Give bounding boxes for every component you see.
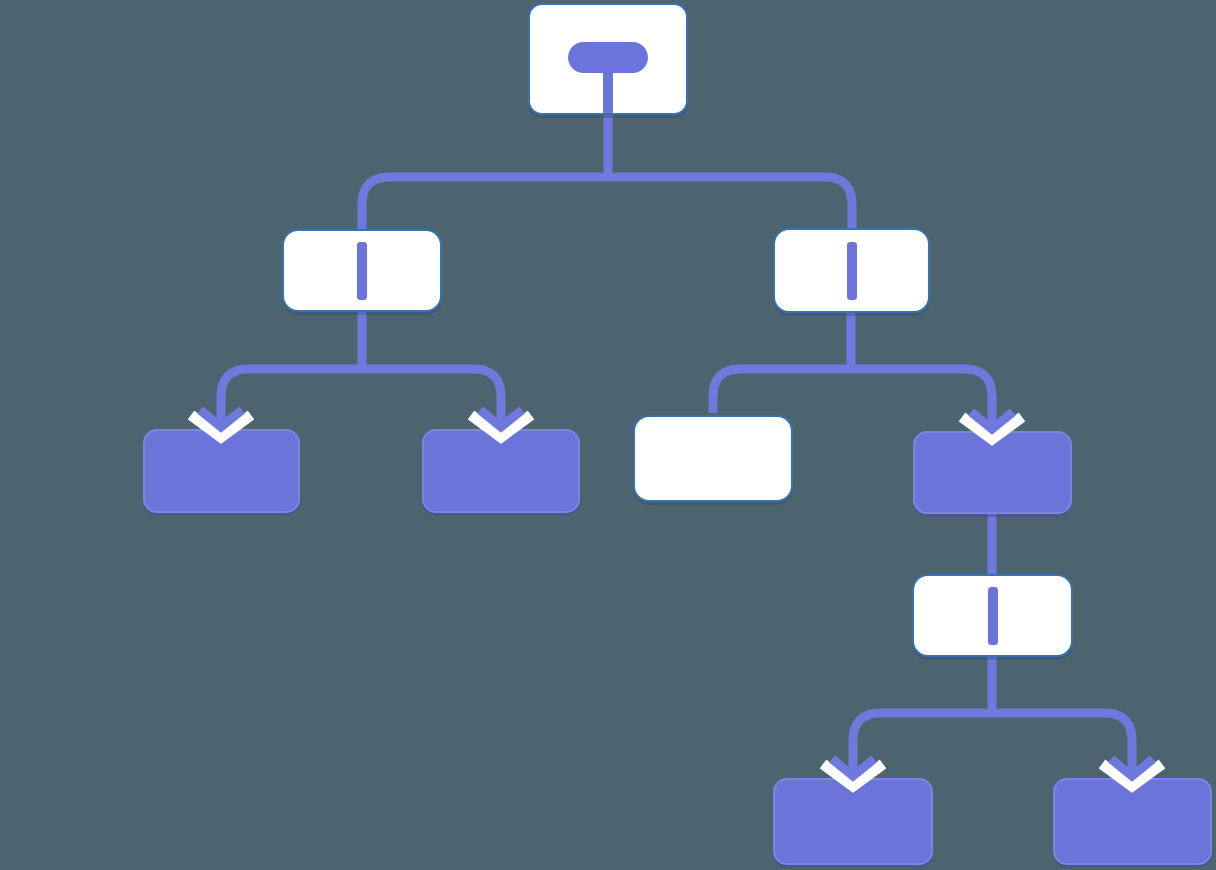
connector-edge-level1-rail bbox=[357, 172, 857, 231]
empty-white-node[interactable] bbox=[633, 415, 793, 502]
root-node[interactable] bbox=[528, 3, 688, 115]
branch-right-node[interactable] bbox=[773, 228, 930, 313]
leaf-node-a[interactable] bbox=[143, 429, 300, 513]
connector-edge-level2-right-rail bbox=[708, 364, 997, 427]
divider-bar-icon bbox=[846, 241, 857, 300]
subtree-splitter-node[interactable] bbox=[912, 574, 1073, 657]
subtree-parent-node[interactable] bbox=[913, 431, 1072, 514]
connector-edge-level3-rail bbox=[848, 708, 1137, 774]
leaf-node-b[interactable] bbox=[422, 429, 580, 513]
leaf-node-c[interactable] bbox=[773, 778, 933, 865]
divider-bar-icon bbox=[357, 241, 367, 300]
leaf-node-d[interactable] bbox=[1053, 778, 1212, 865]
tree-root-stem-icon bbox=[603, 65, 613, 113]
connector-edge-level2-left-rail bbox=[216, 364, 506, 425]
branch-left-node[interactable] bbox=[282, 229, 442, 312]
divider-bar-icon bbox=[987, 586, 998, 645]
